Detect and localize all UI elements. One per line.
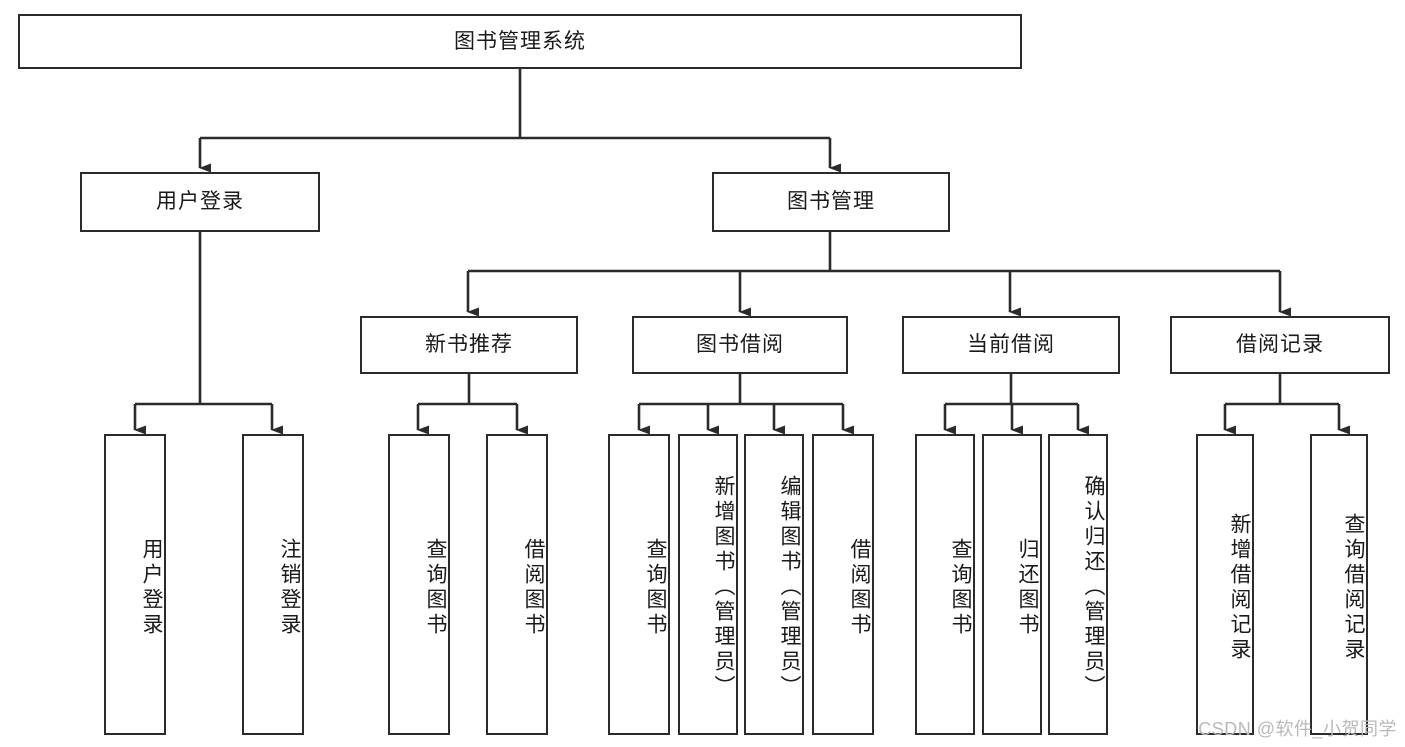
watermark-text: CSDN @软件_小贺同学 [1198, 719, 1397, 739]
node-label: 查询图书 [644, 537, 667, 638]
node-leaf-borrow-book[interactable]: 借阅图书 [812, 434, 874, 735]
node-label: 借阅图书 [522, 537, 545, 638]
node-label: 编辑图书（管理员） [778, 475, 801, 700]
node-leaf-query-books-current[interactable]: 查询图书 [915, 434, 975, 735]
node-label: 用户登录 [156, 190, 244, 214]
node-label: 注销登录 [278, 537, 301, 638]
node-leaf-query-books-recommend[interactable]: 查询图书 [388, 434, 450, 735]
node-level3-book-borrow[interactable]: 图书借阅 [632, 316, 848, 374]
node-root[interactable]: 图书管理系统 [18, 14, 1022, 69]
node-label: 新书推荐 [425, 333, 513, 357]
node-leaf-confirm-return-admin[interactable]: 确认归还（管理员） [1048, 434, 1108, 735]
node-leaf-add-borrow-record[interactable]: 新增借阅记录 [1196, 434, 1254, 735]
node-leaf-logout[interactable]: 注销登录 [242, 434, 304, 735]
node-label: 用户登录 [140, 537, 163, 638]
node-label: 借阅记录 [1236, 333, 1324, 357]
node-level3-borrow-records[interactable]: 借阅记录 [1170, 316, 1390, 374]
node-leaf-return-book[interactable]: 归还图书 [982, 434, 1042, 735]
node-leaf-user-login[interactable]: 用户登录 [104, 434, 166, 735]
node-leaf-add-book-admin[interactable]: 新增图书（管理员） [678, 434, 738, 735]
node-level2-user-login[interactable]: 用户登录 [80, 172, 320, 232]
node-label: 确认归还（管理员） [1082, 475, 1105, 700]
node-label: 查询借阅记录 [1342, 512, 1365, 663]
node-level3-new-book-recommend[interactable]: 新书推荐 [360, 316, 578, 374]
node-leaf-query-books-borrow[interactable]: 查询图书 [608, 434, 670, 735]
node-label: 查询图书 [424, 537, 447, 638]
node-label: 归还图书 [1016, 537, 1039, 638]
node-leaf-edit-book-admin[interactable]: 编辑图书（管理员） [744, 434, 804, 735]
node-leaf-query-borrow-record[interactable]: 查询借阅记录 [1310, 434, 1368, 735]
node-label: 新增图书（管理员） [712, 475, 735, 700]
node-leaf-borrow-books-recommend[interactable]: 借阅图书 [486, 434, 548, 735]
node-level3-current-borrow[interactable]: 当前借阅 [902, 316, 1120, 374]
node-label: 新增借阅记录 [1228, 512, 1251, 663]
node-label: 借阅图书 [848, 537, 871, 638]
node-label: 图书借阅 [696, 333, 784, 357]
node-label: 图书管理系统 [454, 29, 586, 53]
node-label: 查询图书 [949, 537, 972, 638]
node-label: 当前借阅 [967, 333, 1055, 357]
node-level2-book-management[interactable]: 图书管理 [712, 172, 950, 232]
node-label: 图书管理 [787, 190, 875, 214]
